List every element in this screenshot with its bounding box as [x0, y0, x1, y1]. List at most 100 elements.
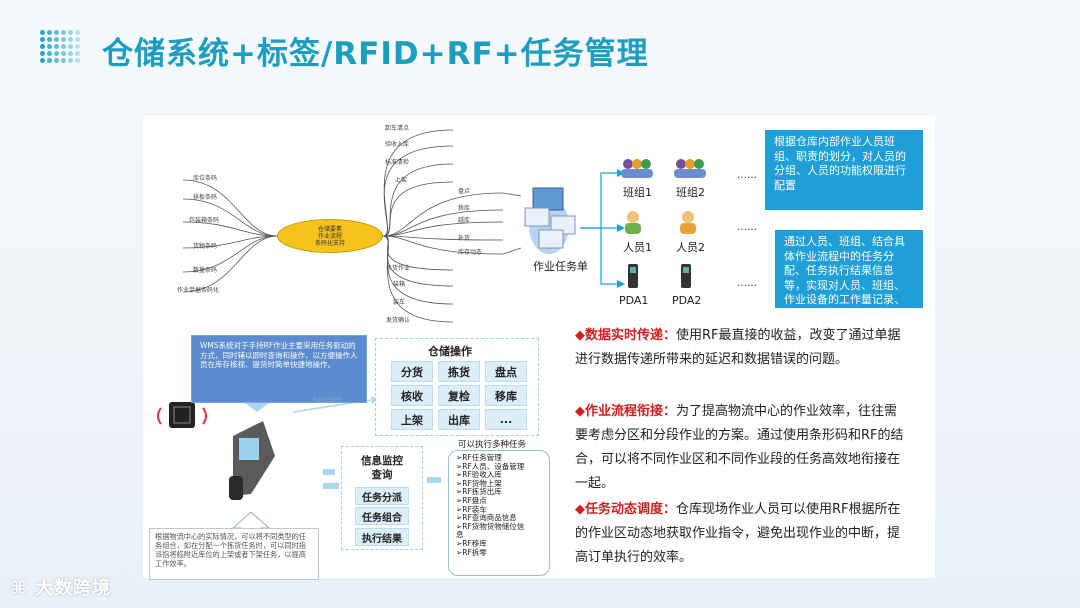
list-item: ➢RF拆零 — [456, 547, 487, 557]
hub-line: 条码化支持 — [314, 239, 345, 247]
dot — [47, 37, 52, 42]
pda-icon — [628, 264, 691, 288]
branch-line — [182, 221, 278, 237]
dot — [54, 37, 59, 42]
arrow-icon — [617, 280, 625, 288]
monitor-button[interactable]: 执行结果 — [355, 528, 409, 546]
dot — [47, 51, 52, 56]
mindmap-node: 包装箱条码 — [189, 217, 220, 224]
list-item: ➢RF查询商品信息 — [456, 513, 517, 523]
list-item: ➢RF盘点 — [456, 495, 487, 505]
wms-callout: WMS系统对于手持RF作业主要采用任务驱动的方式，同时辅以即时查询和操作，以方便… — [191, 335, 367, 403]
op-button[interactable]: 盘点 — [485, 361, 527, 382]
dot — [68, 44, 73, 49]
ellipsis: …… — [737, 222, 757, 233]
monitor-panel: 信息监控 查询 任务分派 任务组合 执行结果 — [341, 446, 423, 550]
arrow-icon — [617, 224, 625, 232]
dot — [40, 51, 45, 56]
monitor-title: 信息监控 — [361, 455, 403, 467]
paragraph-text: 仓库现场作业人员可以使用RF根据所在的作业区动态地获取作业指令，避免出现作业的中… — [575, 502, 901, 565]
role-label: PDA1 — [619, 294, 649, 307]
op-button[interactable]: 核收 — [391, 385, 433, 406]
mindmap-node: 作业单据条码化 — [177, 287, 220, 294]
branch-line — [382, 181, 454, 237]
dot — [61, 30, 66, 35]
branch-line — [182, 179, 278, 237]
mindmap-node: 数量条码 — [193, 267, 218, 274]
page-title: 仓储系统+标签/RFID+RF+任务管理 — [102, 36, 649, 72]
mindmap-node: 上架 — [395, 177, 408, 184]
info-box-workload: 通过人员、班组、结合具体作业流程中的任务分配、任务执行结果信息等，实现对人员、班… — [775, 230, 923, 308]
hub-line: 作业流程 — [317, 232, 342, 240]
group-icon — [621, 159, 706, 178]
mindmap-node: 发货确认 — [386, 317, 411, 324]
branch-line — [182, 198, 278, 237]
branch-line — [182, 235, 278, 249]
dot — [40, 58, 45, 63]
dot — [54, 58, 59, 63]
list-item: ➢RF货物货物储位信 — [456, 521, 525, 531]
list-item: 息 — [456, 530, 464, 540]
dot — [47, 30, 52, 35]
ellipsis: …… — [737, 278, 757, 289]
mindmap-hub: 仓储要素 作业流程 条码化支持 — [277, 219, 383, 253]
paragraph-key: ◆作业流程衔接： — [575, 404, 676, 419]
op-button[interactable]: ... — [485, 409, 527, 430]
info-box-grouping: 根据仓库内部作业人员班组、职责的划分，对人员的分组、人员的功能权限进行配置 — [765, 130, 923, 210]
op-button[interactable]: 上架 — [391, 409, 433, 430]
mindmap-node: 卸车清点 — [385, 125, 410, 132]
paragraph-realtime: ◆数据实时传递：使用RF最直接的收益，改变了通过单据进行数据传递所带来的延迟和数… — [575, 324, 905, 400]
dot — [54, 30, 59, 35]
dot — [61, 44, 66, 49]
brand-logo: ⌘ 大数跨境 — [10, 574, 111, 600]
branch-line — [382, 235, 504, 255]
person-icon — [625, 211, 696, 234]
dot — [54, 44, 59, 49]
op-button[interactable]: 分货 — [391, 361, 433, 382]
role-line — [580, 172, 617, 229]
monitor-button[interactable]: 任务分派 — [355, 487, 409, 505]
paragraph-key: ◆数据实时传递： — [575, 328, 676, 343]
dot — [47, 44, 52, 49]
mindmap-node: 验收入库 — [385, 141, 410, 148]
dot — [47, 58, 52, 63]
content-panel: 仓储要素 作业流程 条码化支持 库位条码 核板条码 包装箱条码 货物条码 数量条… — [143, 116, 935, 580]
paragraph-text: 为了提高物流中心的作业效率，往往需要考虑分区和分段作业的方案。通过使用条形码和R… — [575, 404, 904, 491]
op-button[interactable]: 出库 — [438, 409, 480, 430]
arrow-label: 通过后台程序 — [311, 397, 342, 403]
dot — [75, 44, 80, 49]
dot — [54, 51, 59, 56]
mindmap-node: 库存动态 — [458, 249, 483, 256]
op-button[interactable]: 移库 — [485, 385, 527, 406]
branch-line — [382, 221, 504, 237]
ops-title: 仓储操作 — [428, 345, 472, 358]
mindmap-node: 拣货作业 — [386, 265, 411, 272]
mindmap-node: 装车 — [393, 299, 406, 306]
branch-line — [382, 192, 504, 237]
role-label: PDA2 — [672, 294, 702, 307]
branch-line — [382, 163, 454, 237]
list-item: ➢RF装车 — [456, 504, 487, 514]
dot — [61, 58, 66, 63]
dot — [75, 51, 80, 56]
task-sheet-label: 作业任务单 — [533, 260, 588, 273]
monitor-button[interactable]: 任务组合 — [355, 507, 409, 525]
paragraph-key: ◆任务动态调度： — [575, 502, 676, 517]
role-label: 班组2 — [676, 186, 705, 199]
mindmap-node: 装箱 — [393, 281, 406, 288]
role-label: 班组1 — [623, 186, 652, 199]
role-label: 人员1 — [623, 241, 652, 254]
hub-line: 仓储要素 — [317, 225, 342, 233]
mindmap-node: 盘点 — [458, 188, 471, 195]
logo-icon: ⌘ — [10, 578, 28, 599]
op-button[interactable]: 复检 — [438, 385, 480, 406]
mindmap-node: 越库 — [458, 217, 471, 224]
dot — [40, 37, 45, 42]
list-item: ➢RF货物上架 — [456, 478, 502, 488]
list-item: ➢RF任务管理 — [456, 453, 502, 462]
op-button[interactable]: 拣货 — [438, 361, 480, 382]
mindmap-node: 库位条码 — [193, 175, 218, 182]
dot — [61, 37, 66, 42]
list-item: ➢RF拣货出库 — [456, 487, 502, 497]
monitor-title: 查询 — [371, 469, 393, 481]
